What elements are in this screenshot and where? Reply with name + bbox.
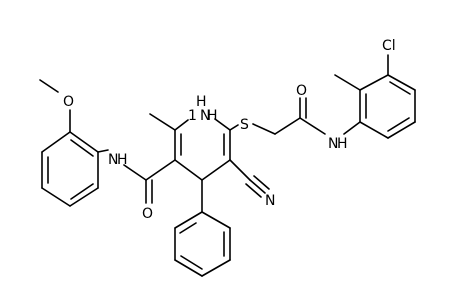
bond (39, 79, 59, 93)
nitrogen-label: N (200, 108, 210, 124)
bond (174, 159, 203, 181)
bond (274, 117, 301, 135)
bond (69, 187, 99, 207)
bond (69, 131, 99, 153)
bond (70, 139, 94, 157)
bond (149, 113, 176, 131)
bond (359, 121, 389, 139)
bond (253, 175, 270, 190)
hydrogen-label: H (117, 152, 128, 168)
atom-labels: O N H O 1 H N H S O N H N Cl (63, 38, 396, 222)
bond (249, 179, 266, 194)
nitrogen-label: N (265, 193, 275, 209)
bond (174, 119, 189, 131)
bond (174, 211, 203, 229)
bond (389, 81, 411, 95)
bond (201, 159, 231, 181)
bond (123, 164, 147, 181)
oxygen-label: O (142, 206, 153, 222)
bond (387, 121, 416, 139)
chlorine-label: Cl (382, 38, 396, 54)
hydrogen-label: H (337, 136, 348, 152)
nitrogen-label: 1 (188, 108, 197, 124)
bond (245, 183, 262, 198)
bond (179, 222, 197, 234)
bond (97, 149, 109, 153)
nitrogen-label: N (328, 136, 338, 152)
bond (387, 74, 416, 91)
bond (252, 123, 276, 135)
bond (214, 118, 231, 131)
bond (41, 131, 71, 153)
bond (343, 121, 361, 135)
bond (299, 117, 326, 135)
bond (359, 74, 389, 91)
oxygen-label: O (296, 83, 307, 99)
bonds (39, 54, 416, 277)
bond (201, 211, 231, 229)
bond (334, 74, 361, 91)
sulfur-label: S (240, 117, 249, 133)
bond (229, 124, 239, 131)
bond (229, 159, 251, 181)
bond (70, 183, 94, 200)
bond (201, 259, 231, 277)
bond (180, 255, 203, 270)
hydrogen-label: H (196, 94, 207, 110)
nitrogen-label: N (108, 152, 118, 168)
oxygen-label: O (63, 94, 74, 110)
hydrogen-label: H (207, 108, 218, 124)
bond (387, 117, 410, 132)
bond (145, 159, 176, 181)
bond (41, 187, 71, 207)
bond (174, 259, 203, 277)
